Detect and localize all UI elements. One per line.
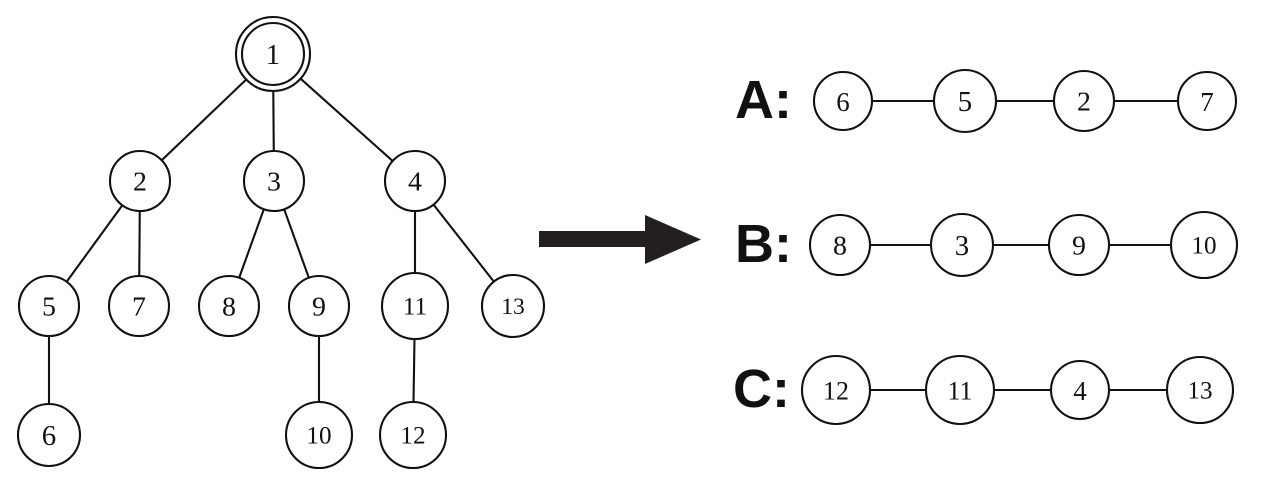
chain-C-node-4-circle: [1049, 359, 1111, 421]
chain-C-node-11-circle: [924, 354, 996, 426]
chain-A-node-7-circle: [1176, 70, 1238, 132]
chain-B-node-8[interactable]: 8: [808, 213, 872, 277]
chain-A-node-2-label: 2: [1077, 87, 1091, 118]
tree-node-7-circle: [107, 274, 171, 338]
tree-node-7[interactable]: 7: [107, 274, 171, 338]
chain-A-node-5[interactable]: 5: [932, 68, 998, 134]
chain-A-node-6[interactable]: 6: [812, 70, 874, 132]
chain-label-B: B:: [735, 214, 792, 274]
arrow-icon: [539, 215, 701, 264]
tree-node-2[interactable]: 2: [108, 149, 172, 213]
chain-C-node-12[interactable]: 12: [800, 354, 872, 426]
chain-C-node-11-label: 11: [948, 377, 973, 406]
tree-node-1-label: 1: [266, 39, 280, 71]
tree-edge-1-4: [299, 77, 394, 163]
chain-B-node-3-label: 3: [955, 230, 969, 262]
chain-label-A: A:: [735, 70, 792, 130]
chain-C-node-12-label: 12: [823, 377, 849, 406]
chain-B-node-9-circle: [1047, 213, 1111, 277]
chain-B-node-10-label: 10: [1191, 233, 1216, 260]
chain-B-node-8-label: 8: [833, 231, 847, 262]
tree-edge-11-12: [412, 337, 416, 404]
chain-C-node-11[interactable]: 11: [924, 354, 996, 426]
chain-B-node-10[interactable]: 10: [1169, 210, 1239, 280]
chain-A-node-2-circle: [1052, 69, 1116, 133]
tree-edge-1-2: [160, 78, 248, 162]
tree-node-11[interactable]: 11: [380, 271, 450, 341]
tree-node-2-circle: [108, 149, 172, 213]
chain-A-node-5-circle: [932, 68, 998, 134]
tree-node-5[interactable]: 5: [17, 274, 81, 338]
chain-A-node-7-label: 7: [1200, 87, 1213, 117]
tree-node-10[interactable]: 10: [284, 400, 354, 470]
chain-row-C: C: 12 11 4 13: [733, 354, 1235, 426]
tree-node-12-label: 12: [400, 423, 425, 450]
tree-edge-2-5: [65, 204, 124, 283]
tree-node-6[interactable]: 6: [16, 402, 82, 468]
chain-row-A: A: 6 5 2 7: [735, 68, 1238, 134]
chain-C-node-13-label: 13: [1187, 378, 1212, 405]
tree-node-3[interactable]: 3: [242, 149, 306, 213]
tree-edge-3-8: [238, 208, 265, 279]
tree-node-13-label: 13: [501, 294, 525, 320]
chain-A-node-7[interactable]: 7: [1176, 70, 1238, 132]
tree-node-13-circle: [480, 273, 546, 339]
tree-node-12[interactable]: 12: [378, 400, 448, 470]
chain-C-node-13[interactable]: 13: [1165, 355, 1235, 425]
chain-row-B: B: 8 3 9 10: [735, 210, 1239, 280]
chain-B-node-3[interactable]: 3: [929, 212, 995, 278]
tree-node-4[interactable]: 4: [383, 149, 447, 213]
tree-node-9-label: 9: [312, 292, 326, 323]
tree-edge-group: [47, 77, 495, 406]
tree-node-8[interactable]: 8: [197, 274, 261, 338]
tree-node-6-circle: [16, 402, 82, 468]
tree-edge-4-13: [432, 203, 495, 283]
tree-node-12-circle: [378, 400, 448, 470]
tree-edge-2-7: [138, 209, 141, 278]
transform-arrow: [539, 215, 701, 264]
tree-node-2-label: 2: [133, 167, 147, 198]
tree-node-9[interactable]: 9: [287, 274, 351, 338]
tree-node-11-label: 11: [403, 294, 427, 321]
tree-node-3-label: 3: [267, 167, 281, 198]
chain-A-node-5-label: 5: [958, 86, 972, 118]
tree-node-11-circle: [380, 271, 450, 341]
chain-C-node-13-circle: [1165, 355, 1235, 425]
chain-decomposition-group: A: 6 5 2 7B: 8 3 9 10C: 12 11 4 13: [733, 68, 1239, 426]
chain-A-node-2[interactable]: 2: [1052, 69, 1116, 133]
tree-node-5-label: 5: [42, 292, 56, 323]
tree-node-8-circle: [197, 274, 261, 338]
chain-C-node-4-label: 4: [1073, 376, 1087, 406]
tree-node-9-circle: [287, 274, 351, 338]
chain-B-node-9[interactable]: 9: [1047, 213, 1111, 277]
tree-node-8-label: 8: [222, 292, 236, 323]
tree-node-10-label: 10: [306, 423, 331, 450]
chain-label-C: C:: [733, 359, 790, 419]
tree-node-3-circle: [242, 149, 306, 213]
tree-node-4-label: 4: [408, 167, 422, 198]
tree-node-1-outer-ring: [234, 15, 312, 93]
chain-B-node-10-circle: [1169, 210, 1239, 280]
tree-node-1[interactable]: 1: [234, 15, 312, 93]
tree-node-13[interactable]: 13: [480, 273, 546, 339]
tree-node-6-label: 6: [42, 420, 56, 452]
chain-B-node-3-circle: [929, 212, 995, 278]
chain-C-node-12-circle: [800, 354, 872, 426]
tree-node-7-label: 7: [132, 292, 146, 323]
chain-B-node-9-label: 9: [1072, 231, 1086, 262]
tree-node-10-circle: [284, 400, 354, 470]
tree-node-1-inner-ring: [240, 21, 306, 87]
chain-A-node-6-label: 6: [836, 87, 849, 117]
tree-node-4-circle: [383, 149, 447, 213]
chain-C-node-4[interactable]: 4: [1049, 359, 1111, 421]
chain-B-node-8-circle: [808, 213, 872, 277]
chain-A-node-6-circle: [812, 70, 874, 132]
tree-node-5-circle: [17, 274, 81, 338]
tree-edge-3-9: [283, 208, 310, 279]
